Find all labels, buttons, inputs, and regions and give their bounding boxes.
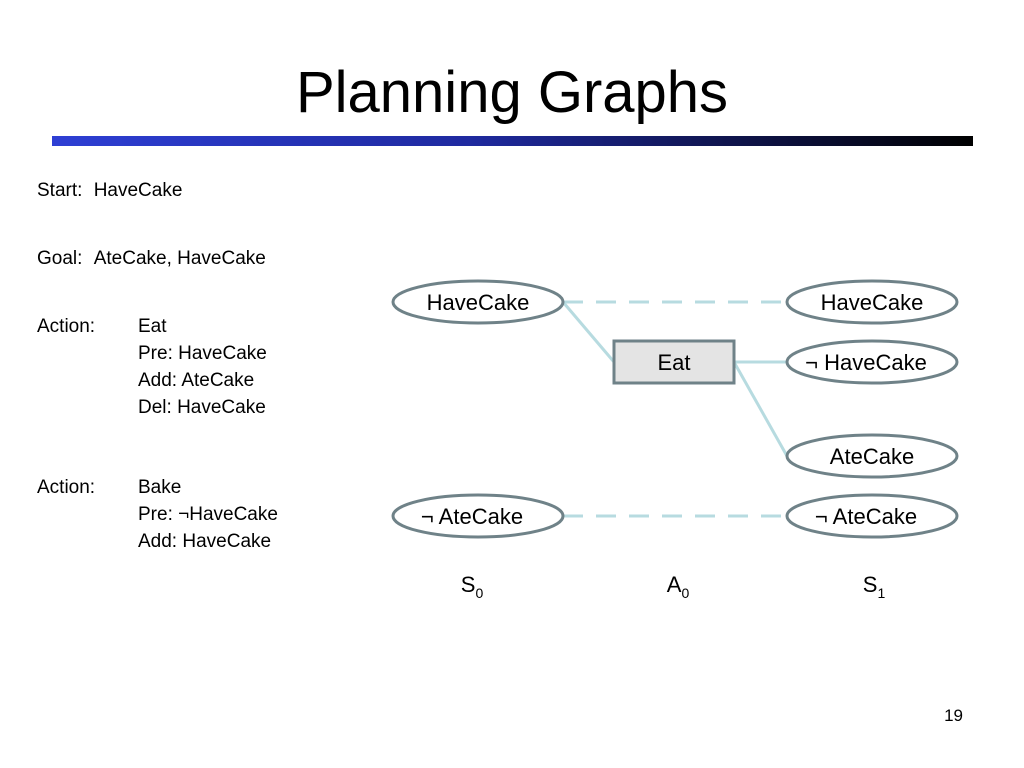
action-eat-del: Del: HaveCake: [138, 397, 266, 418]
level-label-s0: S0: [461, 572, 484, 601]
action-eat-body: Eat Pre: HaveCake Add: AteCake Del: Have…: [138, 313, 267, 421]
s1-node-havecake: [785, 279, 959, 325]
effect-link-atecake: [732, 361, 789, 457]
s1-node-atecake: [785, 433, 959, 479]
goal-value: AteCake, HaveCake: [93, 248, 266, 269]
s1-node-not-havecake: [785, 339, 959, 385]
s1-node-not-havecake-label: ¬ HaveCake: [805, 350, 927, 375]
start-value: HaveCake: [93, 180, 183, 201]
action-eat-label: Action:: [37, 316, 96, 337]
action-node-eat: [612, 339, 736, 385]
s1-node-atecake-label: AteCake: [830, 444, 914, 469]
action-bake-body: Bake Pre: ¬HaveCake Add: HaveCake: [138, 474, 278, 555]
s0-node-havecake-label: HaveCake: [427, 290, 530, 315]
action-bake-add: Add: HaveCake: [138, 531, 272, 552]
level-label-a0-base: A: [667, 572, 682, 597]
title-underline: [52, 136, 973, 146]
level-label-s1-sub: 1: [877, 585, 885, 601]
action-bake-label: Action:: [37, 477, 96, 498]
start-line: Start: HaveCake: [37, 177, 337, 204]
action-bake-pre: Pre: ¬HaveCake: [138, 504, 278, 525]
level-label-a0: A0: [667, 572, 690, 601]
action-eat: Action: Eat Pre: HaveCake Add: AteCake D…: [37, 313, 337, 425]
level-label-a0-sub: 0: [681, 585, 689, 601]
goal-label: Goal:: [37, 248, 83, 269]
s1-node-not-atecake: [785, 493, 959, 539]
action-bake: Action: Bake Pre: ¬HaveCake Add: HaveCak…: [37, 474, 337, 559]
level-label-s0-base: S: [461, 572, 476, 597]
goal-line: Goal: AteCake, HaveCake: [37, 245, 337, 272]
page-number: 19: [944, 706, 963, 725]
s0-node-havecake: [391, 279, 565, 325]
start-label: Start:: [37, 180, 83, 201]
slide-title: Planning Graphs: [295, 60, 729, 125]
action-eat-pre: Pre: HaveCake: [138, 343, 267, 364]
s0-node-not-atecake: [391, 493, 565, 539]
level-label-s0-sub: 0: [475, 585, 483, 601]
action-bake-name: Bake: [138, 477, 182, 498]
action-eat-name: Eat: [138, 316, 167, 337]
action-eat-add: Add: AteCake: [138, 370, 255, 391]
s1-node-not-atecake-label: ¬ AteCake: [815, 504, 917, 529]
s0-node-not-atecake-label: ¬ AteCake: [421, 504, 523, 529]
level-label-s1: S1: [863, 572, 886, 601]
s1-node-havecake-label: HaveCake: [821, 290, 924, 315]
action-node-eat-label: Eat: [657, 350, 690, 375]
precondition-link-eat: [561, 301, 616, 363]
level-label-s1-base: S: [863, 572, 878, 597]
